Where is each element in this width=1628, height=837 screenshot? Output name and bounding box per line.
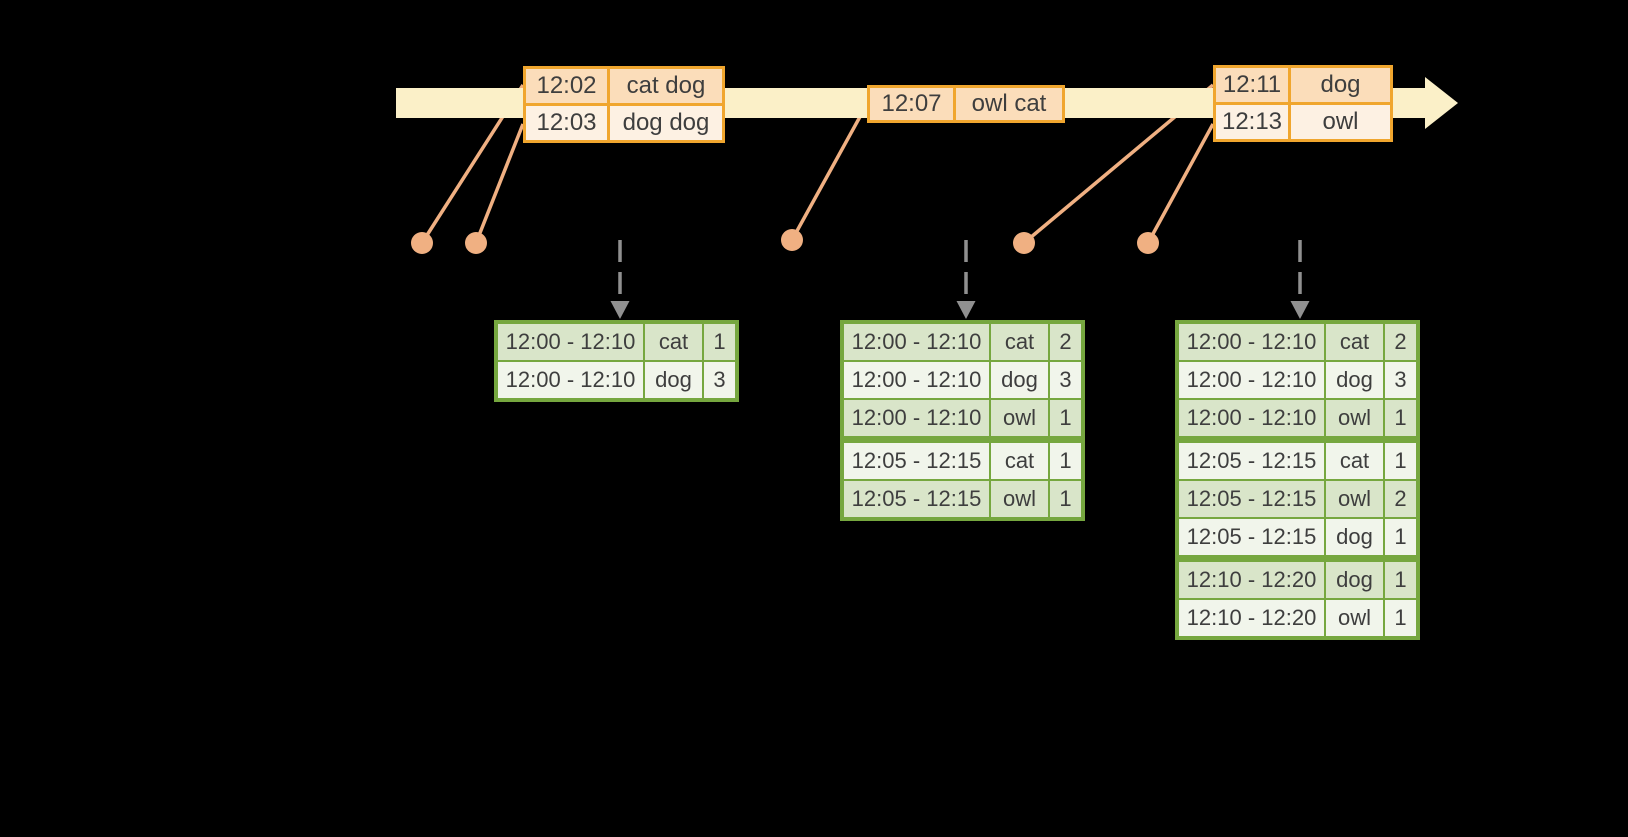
count-cell: 2	[1385, 324, 1416, 360]
word-cell: owl	[991, 481, 1048, 517]
count-cell: 3	[1050, 362, 1081, 398]
event-dot	[781, 229, 803, 251]
count-cell: 1	[1050, 481, 1081, 517]
event-dot	[465, 232, 487, 254]
window-cell: 12:00 - 12:10	[1179, 324, 1324, 360]
window-cell: 12:05 - 12:15	[1179, 519, 1324, 555]
window-cell: 12:10 - 12:20	[1179, 562, 1324, 598]
count-cell: 1	[1385, 400, 1416, 436]
window-cell: 12:10 - 12:20	[1179, 600, 1324, 636]
window-cell: 12:00 - 12:10	[498, 324, 643, 360]
window-cell: 12:05 - 12:15	[844, 443, 989, 479]
window-cell: 12:00 - 12:10	[1179, 362, 1324, 398]
word-cell: owl	[991, 400, 1048, 436]
event-time-cell: 12:02	[526, 69, 607, 103]
event-words-cell: cat dog	[610, 69, 722, 103]
event-connector-line	[1146, 123, 1215, 244]
window-cell: 12:05 - 12:15	[844, 481, 989, 517]
event-time-cell: 12:07	[870, 88, 953, 120]
count-cell: 1	[1385, 600, 1416, 636]
event-time-cell: 12:13	[1216, 105, 1288, 139]
count-cell: 1	[1050, 443, 1081, 479]
count-cell: 3	[704, 362, 735, 398]
word-cell: dog	[1326, 519, 1383, 555]
count-cell: 1	[1385, 562, 1416, 598]
count-cell: 1	[1385, 443, 1416, 479]
window-cell: 12:00 - 12:10	[844, 324, 989, 360]
word-cell: owl	[1326, 481, 1383, 517]
count-cell: 1	[1385, 519, 1416, 555]
word-cell: owl	[1326, 400, 1383, 436]
count-cell: 1	[704, 324, 735, 360]
word-cell: owl	[1326, 600, 1383, 636]
word-cell: cat	[991, 324, 1048, 360]
event-connector-line	[790, 103, 869, 241]
event-words-cell: owl cat	[956, 88, 1062, 120]
count-cell: 3	[1385, 362, 1416, 398]
window-cell: 12:00 - 12:10	[844, 400, 989, 436]
word-cell: dog	[1326, 562, 1383, 598]
word-cell: cat	[1326, 443, 1383, 479]
window-cell: 12:00 - 12:10	[844, 362, 989, 398]
window-cell: 12:05 - 12:15	[1179, 443, 1324, 479]
word-cell: cat	[645, 324, 702, 360]
trigger-arrow	[1290, 240, 1310, 319]
event-dot	[1013, 232, 1035, 254]
word-cell: dog	[991, 362, 1048, 398]
window-cell: 12:00 - 12:10	[1179, 400, 1324, 436]
timeline-arrowhead-icon	[1425, 77, 1458, 129]
word-cell: dog	[1326, 362, 1383, 398]
trigger-arrow	[610, 240, 630, 319]
event-dot	[411, 232, 433, 254]
word-cell: dog	[645, 362, 702, 398]
event-connector-line	[474, 123, 525, 244]
event-time-cell: 12:11	[1216, 68, 1288, 102]
event-words-cell: dog dog	[610, 106, 722, 140]
count-cell: 2	[1385, 481, 1416, 517]
window-cell: 12:00 - 12:10	[498, 362, 643, 398]
event-dot	[1137, 232, 1159, 254]
word-cell: cat	[1326, 324, 1383, 360]
window-cell: 12:05 - 12:15	[1179, 481, 1324, 517]
trigger-arrow	[956, 240, 976, 319]
event-words-cell: dog	[1291, 68, 1390, 102]
word-cell: cat	[991, 443, 1048, 479]
event-time-cell: 12:03	[526, 106, 607, 140]
count-cell: 2	[1050, 324, 1081, 360]
event-words-cell: owl	[1291, 105, 1390, 139]
count-cell: 1	[1050, 400, 1081, 436]
